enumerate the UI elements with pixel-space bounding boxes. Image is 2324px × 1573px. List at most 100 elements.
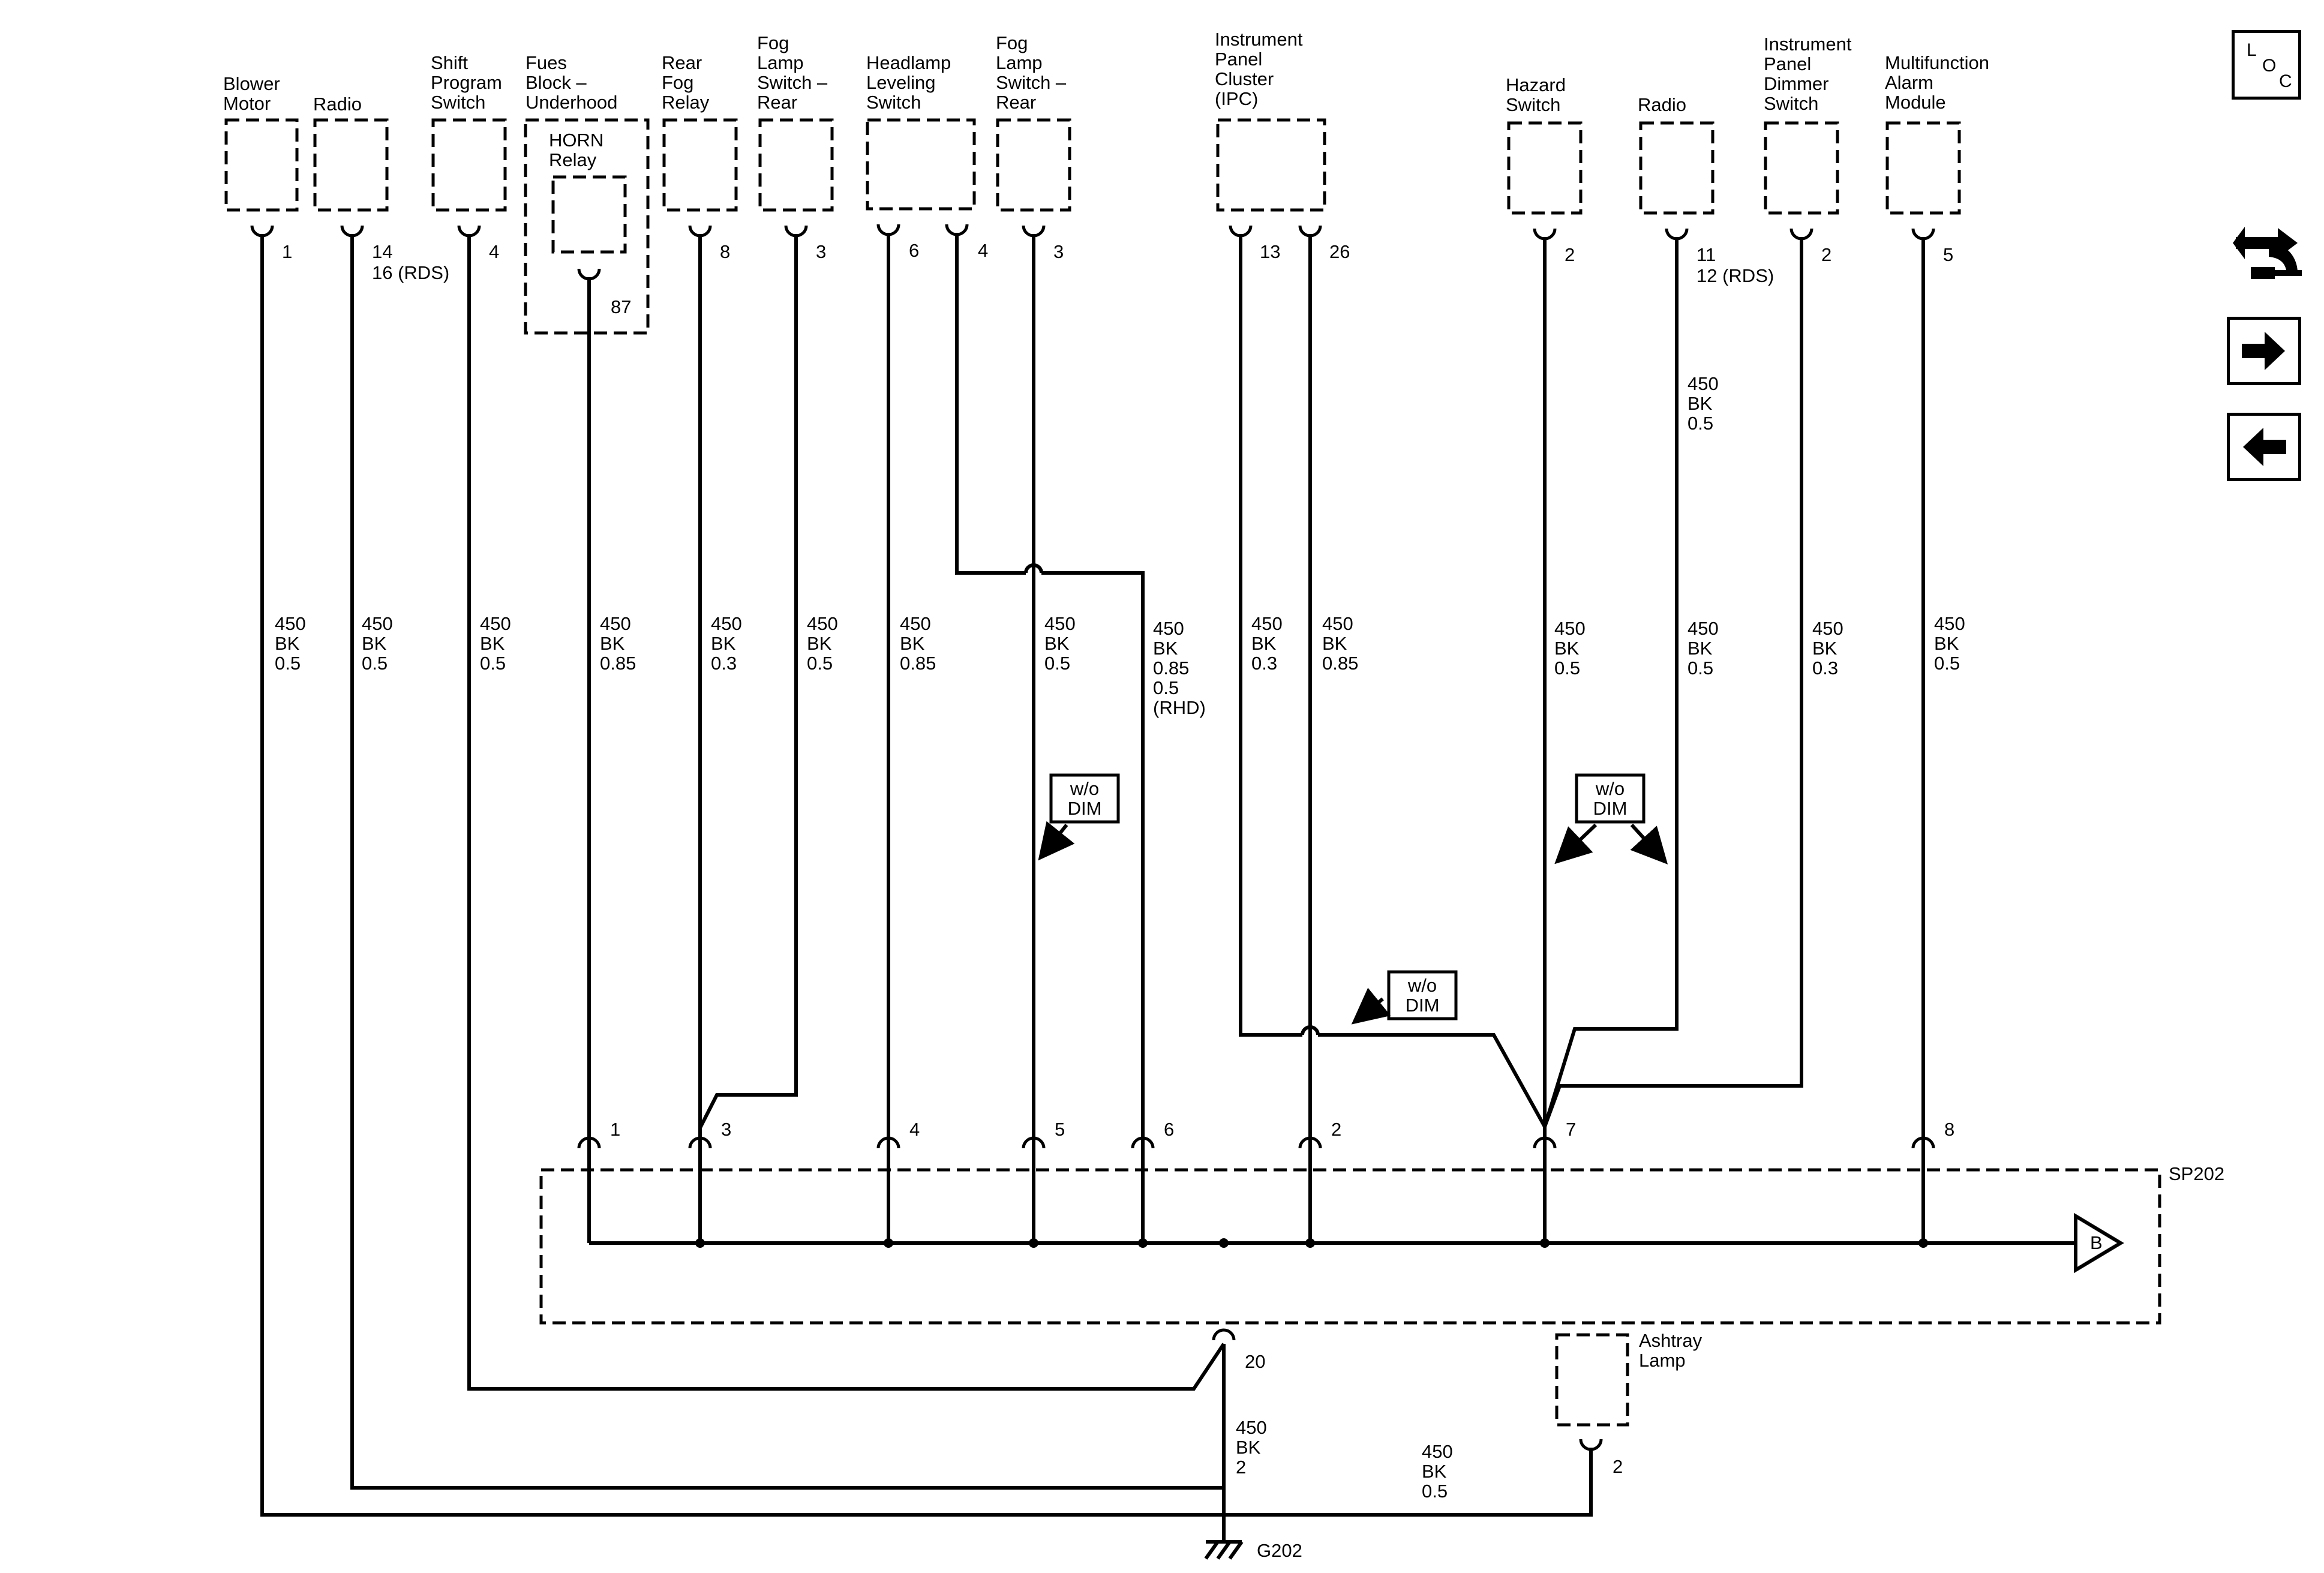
fogsw-label-line-1: Fog	[757, 32, 789, 53]
hazard-label-line-1: Hazard	[1506, 74, 1566, 95]
blower-pin: 1	[282, 241, 292, 262]
wire-label-3-line-1: 450	[480, 613, 511, 634]
wire-label-16-line-3: 0.5	[1934, 653, 1960, 674]
wire-label-12-line-2: BK	[1554, 638, 1580, 659]
wire-label-2-line-3: 0.5	[362, 653, 388, 674]
splice-pin-2: 3	[721, 1119, 731, 1140]
dimmer-label-line-2: Panel	[1764, 53, 1811, 74]
loc-letter-o: O	[2262, 56, 2277, 76]
radio-b-wire	[1543, 237, 1679, 1127]
wire-label-7-line-3: 0.85	[900, 653, 936, 674]
wire-label-12-line-1: 450	[1554, 618, 1586, 639]
fogsw2-label-line-3: Switch –	[996, 72, 1067, 93]
wire-label-2-line-1: 450	[362, 613, 393, 634]
wire-label-15-line-3: 0.3	[1812, 658, 1838, 679]
offpage-connector-label: B	[2090, 1232, 2103, 1253]
fuse-block-label-line-3: Underhood	[526, 92, 617, 113]
dim-callout-2-line-1: w/o	[1595, 778, 1625, 799]
wire-label-5-line-3: 0.3	[711, 653, 737, 674]
wire-label-17-line-2: BK	[1236, 1437, 1261, 1458]
ashtray-lamp-wire	[1224, 1448, 1593, 1517]
wire-label-17-line-3: 2	[1236, 1457, 1246, 1478]
loc-letter-c: C	[2279, 71, 2292, 91]
wire-label-8-line-1: 450	[1044, 613, 1076, 634]
location-view-button[interactable]: L O C	[2232, 30, 2301, 100]
ground-hatch-1	[1204, 1541, 1220, 1560]
radio-b-pin: 11	[1697, 244, 1716, 265]
fogsw2-label-line-2: Lamp	[996, 52, 1043, 73]
rearfog-label-line-1: Rear	[662, 52, 702, 73]
wire-label-4-line-2: BK	[600, 633, 625, 654]
wire-label-7-line-1: 450	[900, 613, 931, 634]
horn-relay-box	[551, 175, 627, 254]
headlamp-pin-a: 6	[909, 240, 919, 261]
splice-output-connector	[1212, 1328, 1236, 1341]
radio-a-component-box	[313, 118, 389, 212]
shift-pin: 4	[489, 241, 499, 262]
ipc-pin-a: 13	[1260, 241, 1280, 262]
splice-pin-6: 2	[1331, 1119, 1341, 1140]
dim-callout-2-line-2: DIM	[1593, 798, 1628, 819]
ipc-wire-a-upper	[1239, 234, 1302, 1037]
fogsw-component-box	[758, 118, 834, 212]
dim-callout-1-box	[1049, 773, 1120, 824]
wire-label-5-line-1: 450	[711, 613, 742, 634]
fuse-block-label-line-2: Block –	[526, 72, 587, 93]
wire-label-10-line-1: 450	[1251, 613, 1283, 634]
hazard-component-box	[1507, 121, 1583, 215]
wire-label-1-line-3: 0.5	[275, 653, 301, 674]
headlamp-leveling-switch-box	[866, 118, 976, 211]
blower-motor-ground-wire	[260, 234, 1224, 1517]
dim-arrow-2	[1554, 823, 1598, 864]
wire-label-6-line-3: 0.5	[807, 653, 833, 674]
horn-relay-label-line-2: Relay	[549, 149, 597, 170]
blower-component-box	[224, 118, 299, 212]
wire-label-4-line-3: 0.85	[600, 653, 636, 674]
wire-label-6-line-1: 450	[807, 613, 838, 634]
fogsw-label-line-4: Rear	[757, 92, 797, 113]
wire-label-9-line-2: BK	[1153, 638, 1178, 659]
shift-switch-ground-wire	[467, 234, 1226, 1391]
splice-pin-1: 1	[610, 1119, 620, 1140]
shift-label-line-2: Program	[431, 72, 502, 93]
dim-arrow-3	[1630, 823, 1668, 864]
wire-label-16-line-1: 450	[1934, 613, 1965, 634]
ipc-pin-b: 26	[1329, 241, 1350, 262]
radio-a-label-line-1: Radio	[313, 94, 362, 115]
wire-label-9-line-5: (RHD)	[1153, 697, 1206, 718]
loc-letter-l: L	[2247, 40, 2257, 60]
wire-label-17-line-1: 450	[1236, 1417, 1267, 1438]
wire-label-8-line-2: BK	[1044, 633, 1070, 654]
next-page-button[interactable]	[2227, 317, 2301, 385]
radio-a-pin-alt: 16 (RDS)	[372, 262, 449, 283]
dimmer-label-line-1: Instrument	[1764, 34, 1852, 55]
wire-label-14-line-1: 450	[1688, 618, 1719, 639]
rearfog-component-box	[662, 118, 738, 212]
wire-label-13-line-3: 0.5	[1688, 413, 1713, 434]
dimmer-pin: 2	[1821, 244, 1831, 265]
previous-page-button[interactable]	[2227, 413, 2301, 481]
ipc-label-line-4: (IPC)	[1215, 88, 1258, 109]
blower-label-line-2: Motor	[223, 93, 271, 114]
hazard-label-line-2: Switch	[1506, 94, 1560, 115]
wire-label-1-line-1: 450	[275, 613, 306, 634]
connector-view-icon[interactable]	[2227, 210, 2311, 294]
wire-label-13-line-1: 450	[1688, 373, 1719, 394]
mfam-label-line-1: Multifunction	[1885, 52, 1989, 73]
rearfog-label-line-3: Relay	[662, 92, 710, 113]
wire-label-9-line-4: 0.5	[1153, 677, 1179, 698]
wire-label-11-line-3: 0.85	[1322, 653, 1358, 674]
wire-label-13-line-2: BK	[1688, 393, 1713, 414]
ipc-wire-a-lower	[1318, 1033, 1547, 1128]
splice-pack-box	[539, 1168, 2161, 1325]
splice-pin-8: 8	[1944, 1119, 1954, 1140]
fogsw2-component-box	[996, 118, 1071, 212]
radio-b-component-box	[1639, 121, 1715, 215]
shift-label-line-1: Shift	[431, 52, 468, 73]
wire-label-4-line-1: 450	[600, 613, 631, 634]
wire-label-15-line-1: 450	[1812, 618, 1843, 639]
ground-hatch-2	[1216, 1541, 1232, 1560]
wire-label-16-line-2: BK	[1934, 633, 1959, 654]
wire-label-14-line-2: BK	[1688, 638, 1713, 659]
